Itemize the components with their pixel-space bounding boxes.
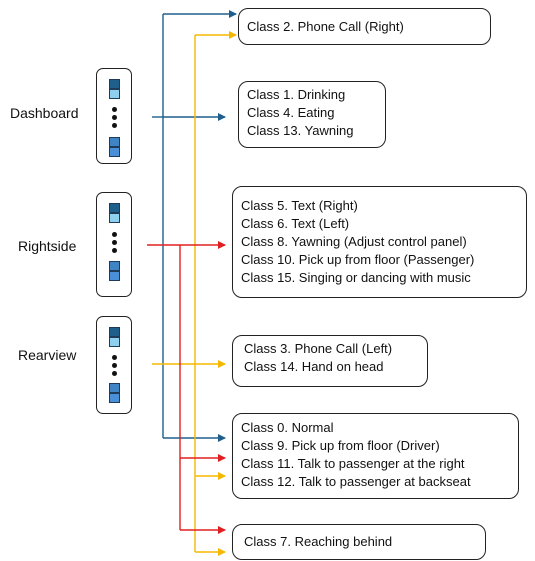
rightside-frame-stack [96,192,132,297]
frame-light [109,213,120,223]
ellipsis-dot [112,123,117,128]
class-item: Class 13. Yawning [247,123,354,138]
view-label-dashboard: Dashboard [10,105,79,121]
class-item: Class 9. Pick up from floor (Driver) [241,438,440,453]
frame-dark [109,79,120,89]
ellipsis-dot [112,248,117,253]
ellipsis-dot [112,240,117,245]
class-item: Class 6. Text (Left) [241,216,350,231]
view-label-rearview: Rearview [18,347,77,363]
class-item: Class 8. Yawning (Adjust control panel) [241,234,467,249]
class-group-5: Class 0. Normal Class 9. Pick up from fl… [232,413,519,499]
ellipsis-dot [112,355,117,360]
rightside-arrows [147,241,226,534]
class-item: Class 1. Drinking [247,87,346,102]
class-item: Class 11. Talk to passenger at the right [241,456,465,471]
frame-light [109,89,120,99]
class-group-1: Class 2. Phone Call (Right) [238,8,491,45]
class-item: Class 7. Reaching behind [244,534,393,549]
ellipsis-dot [112,107,117,112]
frame-mid [109,137,120,147]
ellipsis-dot [112,232,117,237]
ellipsis-dot [112,363,117,368]
dashboard-arrows [152,10,237,442]
rearview-frame-stack [96,316,132,414]
class-item: Class 10. Pick up from floor (Passenger) [241,252,475,267]
class-item: Class 0. Normal [241,420,334,435]
frame-mid [109,261,120,271]
dashboard-frame-stack [96,68,132,164]
frame-mid [109,383,120,393]
class-item: Class 12. Talk to passenger at backseat [241,474,471,489]
frame-dark [109,203,120,213]
class-item: Class 5. Text (Right) [241,198,358,213]
view-label-rightside: Rightside [18,238,77,254]
rearview-arrows [152,31,237,556]
class-item: Class 15. Singing or dancing with music [241,270,471,285]
frame-blue [109,393,120,403]
frame-light [109,337,120,347]
class-group-3: Class 5. Text (Right) Class 6. Text (Lef… [232,186,527,298]
frame-blue [109,147,120,157]
class-group-2: Class 1. Drinking Class 4. Eating Class … [238,81,386,148]
ellipsis-dot [112,371,117,376]
frame-blue [109,271,120,281]
class-item: Class 4. Eating [247,105,335,120]
class-group-6: Class 7. Reaching behind [232,524,486,560]
class-item: Class 3. Phone Call (Left) [244,341,393,356]
ellipsis-dot [112,115,117,120]
class-item: Class 14. Hand on head [244,359,384,374]
class-group-4: Class 3. Phone Call (Left) Class 14. Han… [232,335,428,387]
class-item: Class 2. Phone Call (Right) [247,19,404,34]
frame-dark [109,327,120,337]
